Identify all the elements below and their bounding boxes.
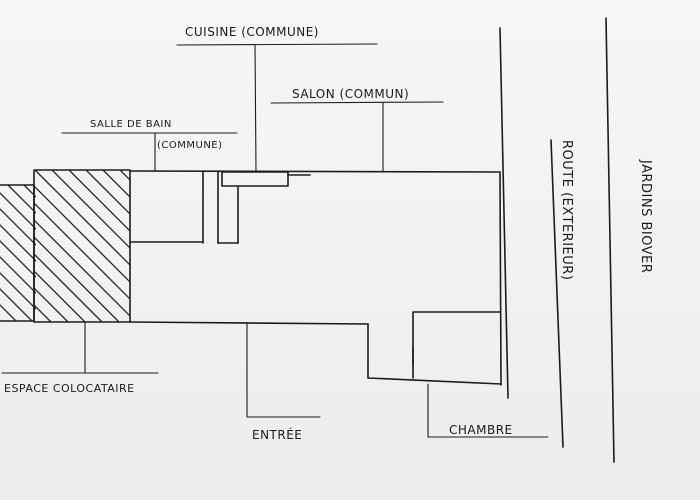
label-salle-de-bain-sub: (COMMUNE) — [157, 140, 223, 151]
hatch-line — [34, 253, 103, 322]
hatch-line — [34, 287, 69, 322]
hatch-line — [40, 185, 176, 321]
hatch-line — [85, 170, 130, 215]
label-chambre: CHAMBRE — [449, 423, 513, 437]
hatch-line — [0, 224, 36, 262]
label-jardins: JARDINS BIOVER — [638, 159, 653, 273]
hatch-line — [119, 170, 130, 181]
hatched-wall-block — [33, 169, 425, 323]
hatch-line — [34, 236, 120, 322]
hatch-line — [205, 170, 357, 322]
hatch-line — [137, 170, 289, 322]
hatch-line — [56, 185, 192, 321]
bathroom-room — [129, 170, 311, 244]
hatch-line — [34, 185, 130, 283]
label-cuisine: CUISINE (COMMUNE) — [185, 25, 319, 39]
hatch-line — [0, 240, 36, 278]
label-salle-de-bain: SALLE DE BAIN — [90, 119, 172, 130]
hatch-line — [0, 192, 36, 230]
hatch-line — [34, 219, 130, 317]
hatch-line — [0, 256, 36, 294]
hatch-line — [0, 304, 17, 321]
hatch-line — [154, 170, 306, 322]
hatch-line — [0, 288, 33, 321]
label-espace-colocataire: ESPACE COLOCATAIRE — [4, 382, 135, 395]
hatched-wall-left — [0, 184, 304, 322]
leader-lines — [1, 43, 549, 438]
hatch-line — [152, 185, 288, 321]
apartment-outline — [129, 170, 502, 386]
hatch-line — [239, 170, 391, 322]
hatch-line — [23, 185, 36, 198]
hatch-line — [51, 170, 130, 249]
hatch-line — [0, 272, 36, 310]
hatch-line — [34, 202, 130, 300]
hatch-line — [104, 185, 240, 321]
hatch-line — [7, 185, 36, 214]
hatch-line — [256, 170, 408, 322]
hatch-line — [120, 185, 256, 321]
hatch-line — [222, 170, 374, 322]
hatch-line — [34, 270, 86, 322]
label-salon: SALON (COMMUN) — [292, 87, 409, 101]
hatch-line — [273, 170, 425, 322]
hatch-line — [171, 170, 323, 322]
hatch-line — [102, 170, 130, 198]
label-entree: ENTRÉE — [252, 427, 302, 442]
hatch-line — [34, 170, 130, 266]
hatch-line — [72, 185, 208, 321]
hatch-line — [168, 185, 304, 321]
bedroom-room — [412, 311, 501, 379]
hatch-line — [188, 170, 340, 322]
hatch-line — [68, 170, 130, 232]
hatch-line — [136, 185, 272, 321]
road-lines — [499, 17, 615, 463]
label-route: ROUTE (EXTERIEUR) — [559, 140, 574, 280]
hatch-line — [0, 208, 36, 246]
